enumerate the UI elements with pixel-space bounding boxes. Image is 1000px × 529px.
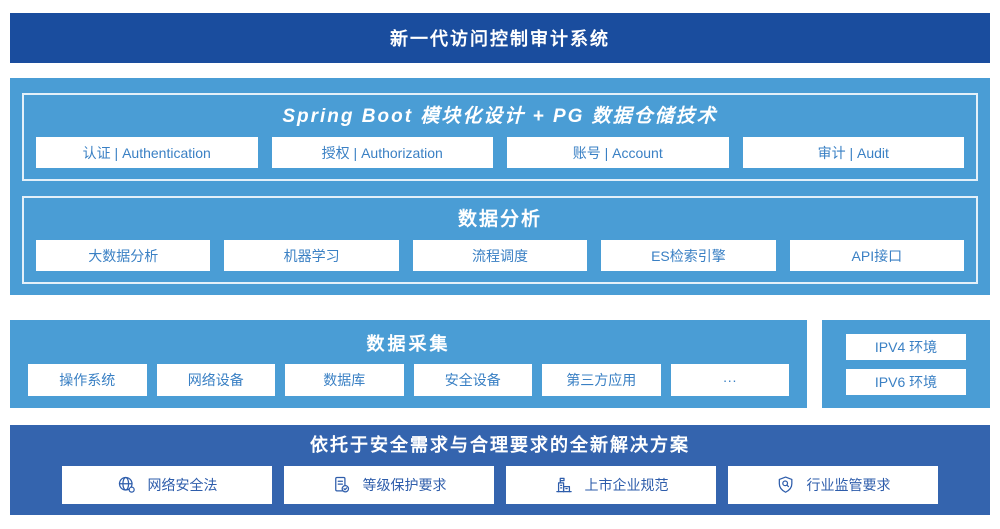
env-ipv4: IPV4 环境 [846, 333, 966, 360]
spring-boot-title: Spring Boot 模块化设计 + PG 数据仓储技术 [282, 106, 718, 127]
data-analysis-title: 数据分析 [457, 209, 542, 230]
solution-label: 等级保护要求 [362, 477, 447, 493]
data-analysis-subsection: 数据分析 大数据分析 机器学习 流程调度 ES检索引擎 API接口 [22, 196, 978, 284]
source-os: 操作系统 [28, 363, 147, 396]
module-authorization: 授权 | Authorization [271, 137, 493, 168]
title-bar: 新一代访问控制审计系统 [10, 13, 990, 63]
spring-boot-module-row: 认证 | Authentication 授权 | Authorization 账… [36, 137, 964, 168]
solution-section: 依托于安全需求与合理要求的全新解决方案 网络安全法 等级保护要求 [10, 425, 990, 515]
module-big-data: 大数据分析 [36, 240, 211, 271]
module-workflow: 流程调度 [412, 240, 588, 271]
environment-panel: IPV4 环境 IPV6 环境 [822, 320, 990, 408]
platform-section: Spring Boot 模块化设计 + PG 数据仓储技术 认证 | Authe… [10, 78, 990, 295]
solution-classified-protection: 等级保护要求 [284, 466, 494, 504]
solution-industry-regulation: 行业监管要求 [728, 466, 938, 504]
data-collection-section: 数据采集 操作系统 网络设备 数据库 安全设备 第三方应用 ··· [10, 320, 807, 408]
env-ipv6: IPV6 环境 [846, 368, 966, 395]
module-es-search: ES检索引擎 [601, 240, 776, 271]
source-security-device: 安全设备 [413, 363, 532, 396]
building-icon [555, 477, 572, 493]
shield-search-icon [778, 476, 792, 493]
solution-label: 行业监管要求 [806, 477, 891, 493]
solution-title: 依托于安全需求与合理要求的全新解决方案 [310, 435, 690, 455]
module-audit: 审计 | Audit [742, 137, 964, 168]
page-title: 新一代访问控制审计系统 [390, 29, 610, 49]
module-api: API接口 [789, 240, 965, 271]
module-account: 账号 | Account [507, 137, 729, 168]
source-network-device: 网络设备 [156, 363, 275, 396]
solution-label: 上市企业规范 [584, 477, 669, 493]
solution-label: 网络安全法 [147, 477, 218, 493]
source-more: ··· [670, 363, 789, 396]
data-collection-title: 数据采集 [366, 333, 451, 354]
document-check-icon [334, 476, 349, 493]
module-authentication: 认证 | Authentication [36, 137, 258, 168]
source-third-party: 第三方应用 [542, 363, 661, 396]
module-machine-learning: 机器学习 [224, 240, 399, 271]
solution-listed-company: 上市企业规范 [506, 466, 716, 504]
solution-cybersecurity-law: 网络安全法 [62, 466, 272, 504]
source-database: 数据库 [285, 363, 404, 396]
data-analysis-module-row: 大数据分析 机器学习 流程调度 ES检索引擎 API接口 [36, 240, 965, 271]
solution-row: 网络安全法 等级保护要求 上市企业规范 [62, 466, 938, 504]
data-collection-row: 操作系统 网络设备 数据库 安全设备 第三方应用 ··· [28, 363, 789, 396]
globe-icon [118, 476, 135, 493]
spring-boot-subsection: Spring Boot 模块化设计 + PG 数据仓储技术 认证 | Authe… [22, 93, 978, 181]
